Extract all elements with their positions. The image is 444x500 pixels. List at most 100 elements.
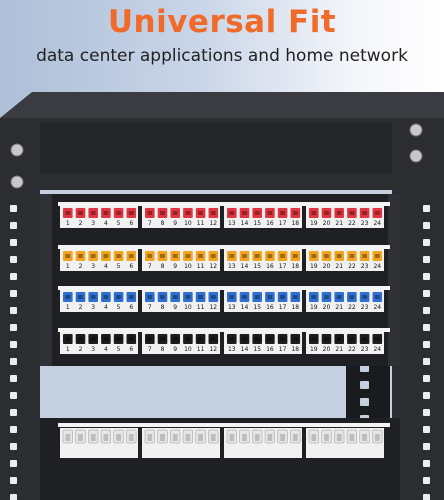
jack-opening (90, 211, 96, 215)
mounting-hole (10, 358, 17, 365)
jack-opening (336, 254, 342, 258)
keystone-jack (252, 292, 262, 302)
port-group-plate (224, 428, 302, 458)
jack-opening (90, 434, 96, 441)
jack-opening (324, 434, 329, 441)
jack-opening (324, 295, 329, 299)
mounting-hole (423, 392, 430, 399)
jack-opening (198, 434, 203, 441)
jack-opening (103, 254, 109, 258)
jack-opening (267, 254, 273, 258)
jack-opening (336, 295, 342, 299)
jack-opening (65, 211, 71, 215)
port-number: 23 (361, 346, 369, 353)
mounting-hole (423, 239, 430, 246)
keystone-jack (113, 251, 124, 261)
port-number: 11 (197, 220, 205, 227)
port-number: 23 (361, 263, 369, 270)
screw-icon (10, 175, 24, 189)
keystone-jack (183, 292, 193, 302)
panel-ear-left (40, 194, 52, 366)
jack-opening (128, 211, 134, 215)
jack-opening (198, 211, 203, 215)
keystone-jack (88, 208, 98, 218)
keystone-jack (290, 334, 301, 344)
port-number: 6 (129, 263, 133, 270)
port-number: 7 (148, 304, 152, 311)
mounting-hole (423, 358, 430, 365)
jack-opening (324, 337, 329, 341)
port-number: 17 (279, 304, 287, 311)
mounting-hole (423, 324, 430, 331)
port-number: 3 (91, 263, 95, 270)
port-number: 16 (266, 263, 274, 270)
port-number: 24 (373, 263, 381, 270)
mounting-hole (423, 273, 430, 280)
keystone-jack (145, 251, 155, 261)
keystone-jack (208, 334, 219, 344)
mounting-hole (423, 494, 430, 500)
keystone-jack (321, 208, 332, 218)
jack-opening (147, 211, 153, 215)
jack-opening (336, 337, 342, 341)
mounting-hole (423, 460, 430, 467)
keystone-jack (113, 292, 124, 302)
keystone-jack (170, 334, 180, 344)
keystone-jack (113, 208, 124, 218)
keystone-jack (309, 292, 319, 302)
keystone-jack (101, 334, 111, 344)
jack-opening (229, 434, 235, 441)
keystone-jack (63, 334, 73, 344)
mounting-hole (423, 426, 430, 433)
keystone-jack (170, 208, 180, 218)
port-number: 10 (184, 263, 192, 270)
jack-opening (160, 337, 165, 341)
mounting-hole (10, 307, 17, 314)
port-number: 15 (253, 220, 261, 227)
port-number: 9 (173, 346, 177, 353)
jack-opening (254, 211, 260, 215)
port-number: 2 (79, 263, 83, 270)
keystone-jack (101, 292, 111, 302)
port-number: 13 (228, 304, 236, 311)
port-number: 6 (129, 346, 133, 353)
mounting-hole (423, 222, 430, 229)
port-number: 21 (335, 220, 343, 227)
label-strip (58, 245, 390, 249)
port-number: 12 (209, 304, 217, 311)
keystone-jack (239, 208, 250, 218)
port-number: 19 (310, 220, 318, 227)
jack-opening (103, 434, 109, 441)
port-number: 9 (173, 263, 177, 270)
jack-opening (172, 337, 178, 341)
port-group-plate (60, 428, 138, 458)
keystone-jack (252, 334, 262, 344)
port-number: 6 (129, 304, 133, 311)
keystone-jack (347, 292, 357, 302)
jack-opening (324, 211, 329, 215)
screw-icon (409, 123, 423, 137)
port-number: 24 (373, 346, 381, 353)
keystone-jack (63, 251, 73, 261)
keystone-jack (265, 251, 275, 261)
mounting-hole (10, 239, 17, 246)
mounting-hole (423, 205, 430, 212)
mounting-hole (10, 256, 17, 263)
jack-opening (147, 337, 153, 341)
screw-icon (10, 143, 24, 157)
jack-opening (160, 434, 165, 441)
keystone-jack (227, 292, 237, 302)
keystone-jack (372, 208, 383, 218)
jack-opening (229, 254, 235, 258)
keystone-jack (227, 251, 237, 261)
keystone-jack (347, 251, 357, 261)
mounting-hole (423, 256, 430, 263)
port-number: 8 (161, 346, 165, 353)
jack-opening (229, 295, 235, 299)
headline: Universal Fit (107, 4, 337, 40)
jack-opening (362, 254, 367, 258)
keystone-jack (88, 251, 98, 261)
port-number: 5 (117, 263, 121, 270)
keystone-jack (145, 208, 155, 218)
jack-opening (116, 295, 121, 299)
